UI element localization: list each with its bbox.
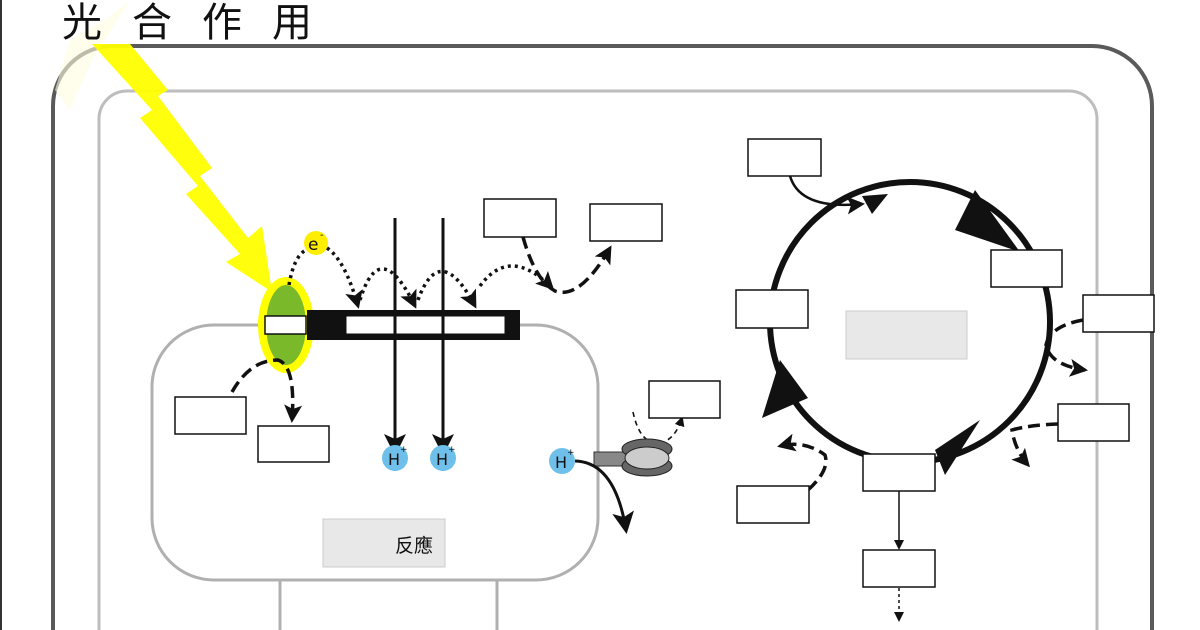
cycle-left-arrow xyxy=(777,433,828,492)
label-box[interactable] xyxy=(1082,294,1155,333)
electron-path-3 xyxy=(416,269,477,309)
electron-label: e xyxy=(308,235,318,255)
label-box[interactable] xyxy=(648,380,721,419)
title: 光合作用 xyxy=(62,0,342,46)
label-box[interactable] xyxy=(1057,403,1130,442)
water-split-arrow xyxy=(230,358,303,423)
lightning-icon xyxy=(92,44,272,292)
cycle-arrowhead-right xyxy=(955,190,1020,252)
label-box[interactable] xyxy=(735,289,809,329)
electron-path-1 xyxy=(325,246,363,309)
proton-2: H + xyxy=(430,445,456,471)
electron-path-0 xyxy=(287,248,307,286)
proton-charge: + xyxy=(567,448,575,458)
electron-charge: - xyxy=(320,230,324,241)
label-box[interactable] xyxy=(862,549,936,588)
proton-label: H xyxy=(436,450,448,469)
proton-flow-arrow xyxy=(574,459,634,534)
label-box[interactable] xyxy=(990,249,1063,288)
cycle-arrowhead-left xyxy=(762,360,808,418)
label-box-etc[interactable] xyxy=(345,315,506,335)
proton-charge: + xyxy=(400,445,408,455)
cycle-arrowhead-bottom xyxy=(935,420,980,475)
label-box[interactable] xyxy=(589,203,663,242)
outer-membrane xyxy=(51,44,1154,630)
label-box[interactable] xyxy=(483,198,557,238)
label-box-photosystem[interactable] xyxy=(264,315,307,335)
label-box[interactable] xyxy=(736,485,810,524)
proton-3: H + xyxy=(549,448,575,474)
label-box[interactable] xyxy=(862,453,936,492)
proton-label: H xyxy=(555,453,567,472)
electron-path-2 xyxy=(358,267,417,309)
light-glow xyxy=(55,0,130,110)
electron: e - xyxy=(304,230,328,255)
label-box[interactable] xyxy=(747,138,822,177)
inner-membrane xyxy=(97,89,1099,630)
proton-1: H + xyxy=(382,445,408,471)
proton-charge: + xyxy=(448,445,456,455)
label-box-reaction[interactable] xyxy=(322,518,446,568)
atp-synthase xyxy=(593,438,673,477)
cycle-right-arrow-2 xyxy=(1010,422,1059,468)
label-box[interactable] xyxy=(257,425,330,463)
cycle-arrowhead-top xyxy=(862,194,888,214)
reaction-label: 反應 xyxy=(395,534,433,557)
co2-input-arrow xyxy=(788,175,865,215)
nadph-arrow xyxy=(521,236,612,294)
proton-label: H xyxy=(388,450,400,469)
label-box-calvin-center[interactable] xyxy=(845,310,968,360)
label-box[interactable] xyxy=(174,396,247,435)
electron-path-4 xyxy=(478,264,555,291)
